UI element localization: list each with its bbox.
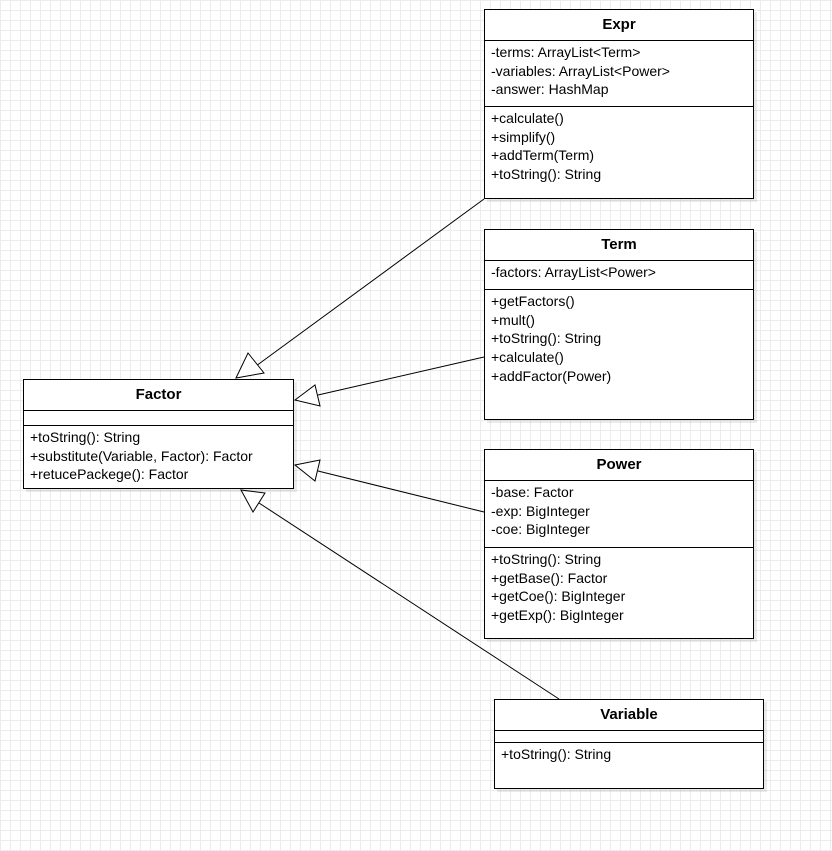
class-term-method: +getFactors() — [491, 293, 575, 309]
power-inheritance-arrowhead — [293, 459, 321, 482]
class-power-attribute: -base: Factor — [491, 484, 574, 500]
class-variable-attributes — [495, 731, 763, 743]
class-power-method: +getBase(): Factor — [491, 569, 608, 586]
class-power-method: +toString(): String — [491, 551, 602, 567]
class-factor-method: +retucePackege(): Factor — [30, 466, 189, 483]
class-power[interactable]: Power -base: Factor -exp: BigInteger -co… — [484, 449, 754, 639]
class-power-methods: +toString(): String +getBase(): Factor +… — [485, 548, 753, 625]
class-factor-methods: +toString(): String +substitute(Variable… — [24, 426, 293, 484]
expr-inheritance-arrowhead — [235, 352, 265, 379]
class-expr-name: Expr — [485, 10, 753, 41]
class-term[interactable]: Term -factors: ArrayList<Power> +getFact… — [484, 229, 754, 420]
class-factor-method: +toString(): String — [30, 429, 141, 445]
class-power-method: +getExp(): BigInteger — [491, 607, 624, 624]
class-expr-method: +calculate() — [491, 110, 564, 126]
class-term-method: +toString(): String — [491, 330, 602, 347]
class-power-attributes: -base: Factor -exp: BigInteger -coe: Big… — [485, 481, 753, 548]
class-term-method: +addFactor(Power) — [491, 367, 612, 384]
class-expr-attribute: -terms: ArrayList<Term> — [491, 44, 641, 60]
term-inheritance-edge[interactable] — [317, 356, 485, 396]
class-factor[interactable]: Factor +toString(): String +substitute(V… — [23, 379, 294, 489]
class-expr-attributes: -terms: ArrayList<Term> -variables: Arra… — [485, 41, 753, 107]
class-factor-name: Factor — [24, 380, 293, 411]
class-variable-methods: +toString(): String — [495, 743, 763, 764]
class-factor-attributes — [24, 411, 293, 426]
class-expr[interactable]: Expr -terms: ArrayList<Term> -variables:… — [484, 9, 754, 199]
power-inheritance-edge[interactable] — [317, 470, 485, 513]
class-variable[interactable]: Variable +toString(): String — [494, 699, 764, 789]
class-term-methods: +getFactors() +mult() +toString(): Strin… — [485, 290, 753, 386]
class-power-name: Power — [485, 450, 753, 481]
class-expr-method: +simplify() — [491, 128, 556, 145]
class-power-attribute: -exp: BigInteger — [491, 502, 590, 519]
class-variable-name: Variable — [495, 700, 763, 731]
class-term-method: +calculate() — [491, 349, 564, 366]
class-factor-method: +substitute(Variable, Factor): Factor — [30, 447, 253, 464]
class-term-attribute: -factors: ArrayList<Power> — [491, 264, 656, 280]
class-expr-method: +addTerm(Term) — [491, 147, 595, 164]
class-expr-attribute: -variables: ArrayList<Power> — [491, 62, 670, 79]
variable-inheritance-arrowhead — [240, 489, 266, 513]
class-power-attribute: -coe: BigInteger — [491, 521, 590, 538]
class-expr-methods: +calculate() +simplify() +addTerm(Term) … — [485, 107, 753, 184]
class-power-method: +getCoe(): BigInteger — [491, 588, 626, 605]
class-term-attributes: -factors: ArrayList<Power> — [485, 261, 753, 290]
class-expr-attribute: -answer: HashMap — [491, 81, 609, 98]
term-inheritance-arrowhead — [293, 384, 321, 407]
class-term-name: Term — [485, 230, 753, 261]
class-variable-method: +toString(): String — [501, 746, 612, 762]
variable-inheritance-edge[interactable] — [258, 502, 560, 700]
class-term-method: +mult() — [491, 311, 535, 328]
class-expr-method: +toString(): String — [491, 166, 602, 183]
expr-inheritance-edge[interactable] — [255, 198, 485, 367]
